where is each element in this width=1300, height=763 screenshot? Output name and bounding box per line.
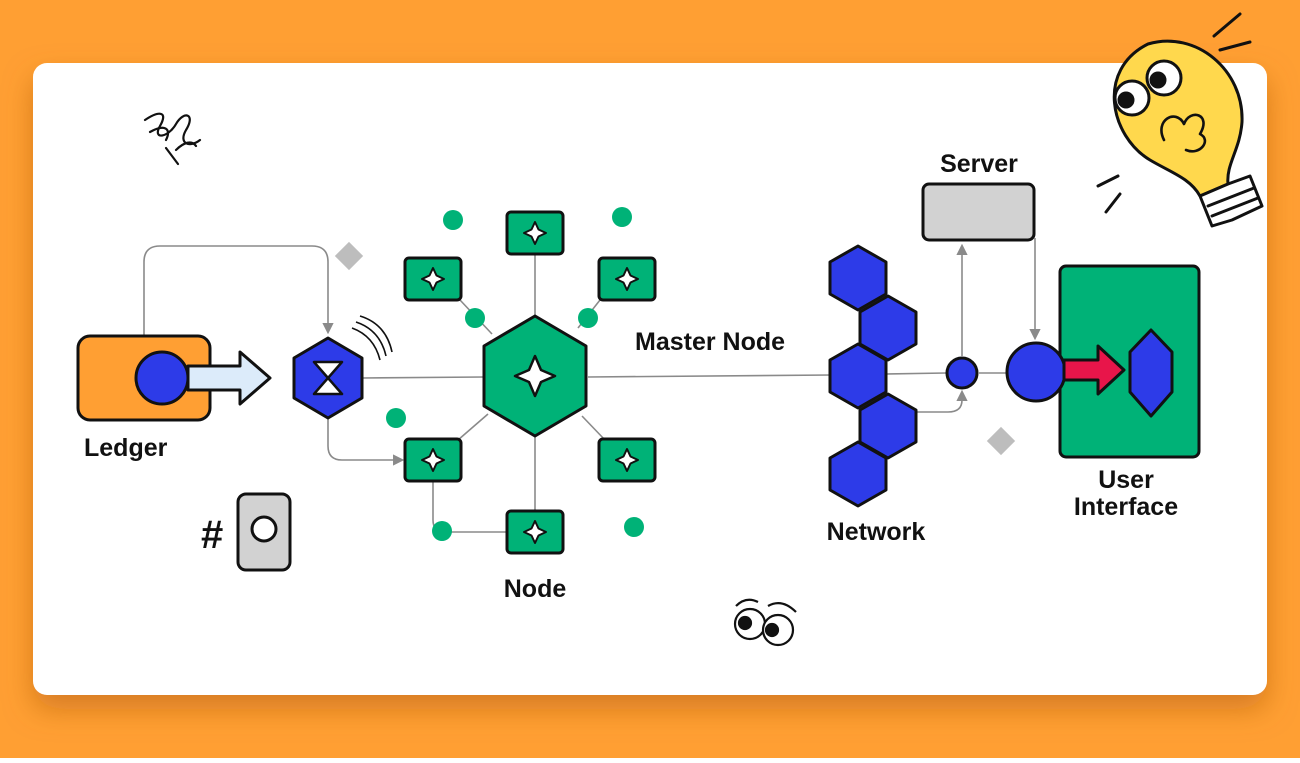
green-dot <box>443 210 463 230</box>
green-dot <box>432 521 452 541</box>
connector-hub-network <box>587 374 833 378</box>
node-box-top-right <box>597 256 657 302</box>
hourglass-icon <box>312 360 344 396</box>
server-group: Server <box>921 150 1036 242</box>
ledger-group: Ledger <box>76 334 272 462</box>
user-interface-group: User Interface <box>1005 264 1201 521</box>
connector-hourglass-hub <box>361 376 485 379</box>
signal-waves-icon <box>351 315 393 361</box>
ui-hexagon <box>1128 328 1174 418</box>
network-hexagon <box>858 392 918 460</box>
connector-ledger-loop <box>143 245 334 336</box>
green-dot <box>465 308 485 328</box>
sparkle-icon <box>615 448 639 472</box>
hourglass-node <box>292 315 393 420</box>
network-hexagon <box>828 440 888 508</box>
sparkle-icon <box>421 448 445 472</box>
node-box-bottom-left <box>403 437 463 483</box>
network-hexagon <box>828 342 888 410</box>
green-dot <box>578 308 598 328</box>
node-box-top <box>505 210 565 256</box>
green-dot <box>624 517 644 537</box>
sparkle-icon <box>523 221 547 245</box>
node-box-top-left <box>403 256 463 302</box>
node-label: Node <box>504 575 567 603</box>
user-interface-label-line1: User <box>1098 466 1154 494</box>
lightbulb-mascot-icon <box>1096 12 1264 228</box>
sparkle-icon <box>513 354 557 398</box>
sparkle-icon <box>615 267 639 291</box>
connector-network-circle-lower <box>916 389 968 413</box>
sparkle-icon <box>523 520 547 544</box>
network-label: Network <box>827 518 926 546</box>
diamond-decoration-right <box>986 426 1016 456</box>
ledger-circle <box>134 350 190 406</box>
client-circle <box>1005 341 1067 403</box>
network-hexagon <box>858 294 918 362</box>
user-interface-label-line2: Interface <box>1074 493 1178 521</box>
node-cluster: Node <box>386 207 657 603</box>
node-box-bottom-right <box>597 437 657 483</box>
hash-symbol: # <box>201 513 223 557</box>
googly-eyes-icon <box>733 598 797 647</box>
server-box <box>921 182 1036 242</box>
network-cluster <box>828 244 918 508</box>
green-dot <box>386 408 406 428</box>
spoke-bottom-left <box>457 413 489 441</box>
router-circle <box>945 356 979 390</box>
ledger-arrow-icon <box>186 350 272 406</box>
connector-network-circle <box>885 372 947 375</box>
node-box-bottom <box>505 509 565 555</box>
network-hexagon <box>828 244 888 312</box>
red-arrow-icon <box>1062 344 1126 396</box>
server-label: Server <box>940 150 1018 178</box>
token-circle <box>250 515 278 543</box>
green-dot <box>612 207 632 227</box>
spoke-bottom-right <box>581 415 606 441</box>
master-node-label: Master Node <box>635 328 785 356</box>
connector-hourglass-node <box>327 418 405 466</box>
sparkle-icon <box>421 267 445 291</box>
hash-token: # <box>201 492 292 572</box>
squiggle-icon <box>143 112 202 166</box>
ledger-label: Ledger <box>84 434 168 462</box>
